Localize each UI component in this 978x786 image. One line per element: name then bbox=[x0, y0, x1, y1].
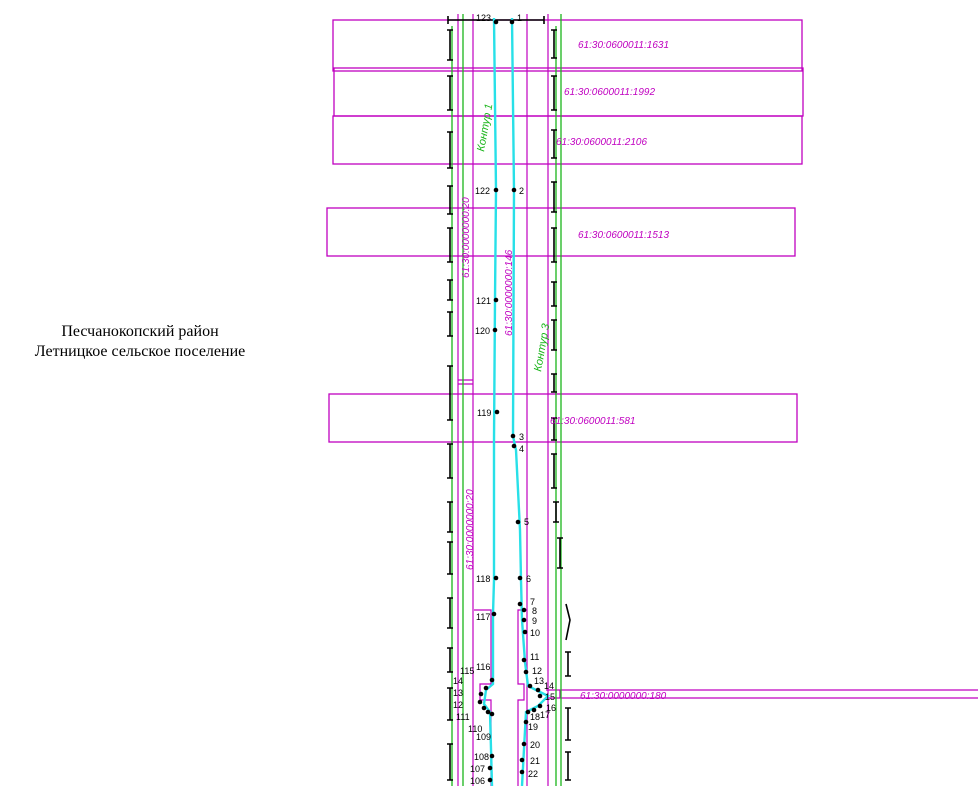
point-label: 1 bbox=[517, 13, 522, 23]
settlement-name: Летницкое сельское поселение bbox=[34, 343, 246, 360]
point-label: 123 bbox=[476, 13, 491, 23]
point-label: 121 bbox=[476, 296, 491, 306]
point-label: 18 bbox=[530, 712, 540, 722]
vertical-parcel-label-146: 61:30:0000000:146 bbox=[504, 249, 515, 336]
point-label: 22 bbox=[528, 769, 538, 779]
point-label: 4 bbox=[519, 444, 524, 454]
horizontal-parcels bbox=[326, 19, 978, 699]
parcel-180-strip[interactable] bbox=[546, 689, 978, 699]
point-label: 111 bbox=[456, 712, 470, 722]
point-label: 5 bbox=[524, 517, 529, 527]
point-label: 116 bbox=[476, 662, 490, 672]
point-label: 14 bbox=[453, 676, 463, 686]
parcel-1631[interactable] bbox=[332, 19, 803, 72]
parcel-label-1992: 61:30:0600011:1992 bbox=[564, 87, 655, 98]
point-label: 6 bbox=[526, 574, 531, 584]
point-label: 13 bbox=[453, 688, 463, 698]
point-label: 16 bbox=[546, 703, 556, 713]
point-label: 14 bbox=[544, 681, 554, 691]
point-label: 7 bbox=[530, 597, 535, 607]
parcel-581[interactable] bbox=[328, 393, 798, 443]
point-label: 108 bbox=[474, 752, 489, 762]
point-label: 11 bbox=[530, 652, 539, 662]
point-label: 106 bbox=[470, 776, 485, 786]
point-label: 2 bbox=[519, 186, 524, 196]
point-labels: 123 1 122 2 121 120 119 3 4 5 118 6 117 … bbox=[453, 13, 556, 786]
boundary-marks bbox=[447, 16, 571, 781]
point-label: 120 bbox=[475, 326, 490, 336]
parcel-2106[interactable] bbox=[332, 115, 803, 165]
point-label: 15 bbox=[545, 692, 555, 702]
survey-points bbox=[477, 19, 543, 783]
point-label: 107 bbox=[470, 764, 485, 774]
vertical-parcel-label-20-top: 61:30:0000000:20 bbox=[461, 197, 472, 278]
parcel-label-581: 61:30:0600011:581 bbox=[550, 416, 635, 427]
point-label: 122 bbox=[475, 186, 490, 196]
point-label: 20 bbox=[530, 740, 540, 750]
point-label: 21 bbox=[530, 756, 540, 766]
vertical-parcel-lines bbox=[457, 14, 549, 786]
district-name: Песчанокопский район bbox=[61, 323, 219, 340]
point-label: 13 bbox=[534, 676, 544, 686]
point-label: 110 bbox=[468, 724, 482, 734]
point-label: 8 bbox=[532, 606, 537, 616]
point-label: 119 bbox=[477, 408, 491, 418]
point-label: 12 bbox=[532, 666, 542, 676]
point-label: 9 bbox=[532, 616, 537, 626]
point-label: 109 bbox=[476, 732, 491, 742]
parcel-label-180: 61:30:0000000:180 bbox=[580, 691, 667, 702]
point-label: 10 bbox=[530, 628, 540, 638]
point-label: 19 bbox=[528, 722, 538, 732]
parcel-label-1631: 61:30:0600011:1631 bbox=[578, 40, 669, 51]
parcel-label-2106: 61:30:0600011:2106 bbox=[556, 137, 647, 148]
point-label: 118 bbox=[476, 574, 490, 584]
point-label: 115 bbox=[460, 666, 474, 676]
region-label: Песчанокопский район Летницкое сельское … bbox=[20, 322, 260, 362]
contour-label-1: Контур 1 bbox=[475, 103, 495, 153]
point-label: 117 bbox=[476, 612, 490, 622]
vertical-parcel-label-20-bottom: 61:30:0000000:20 bbox=[465, 489, 476, 570]
point-label: 17 bbox=[540, 710, 550, 720]
contour-label-3: Контур 3 bbox=[532, 322, 552, 373]
point-label: 12 bbox=[453, 700, 463, 710]
parcel-label-1513: 61:30:0600011:1513 bbox=[578, 230, 669, 241]
point-label: 3 bbox=[519, 432, 524, 442]
contour-lines bbox=[451, 14, 562, 786]
